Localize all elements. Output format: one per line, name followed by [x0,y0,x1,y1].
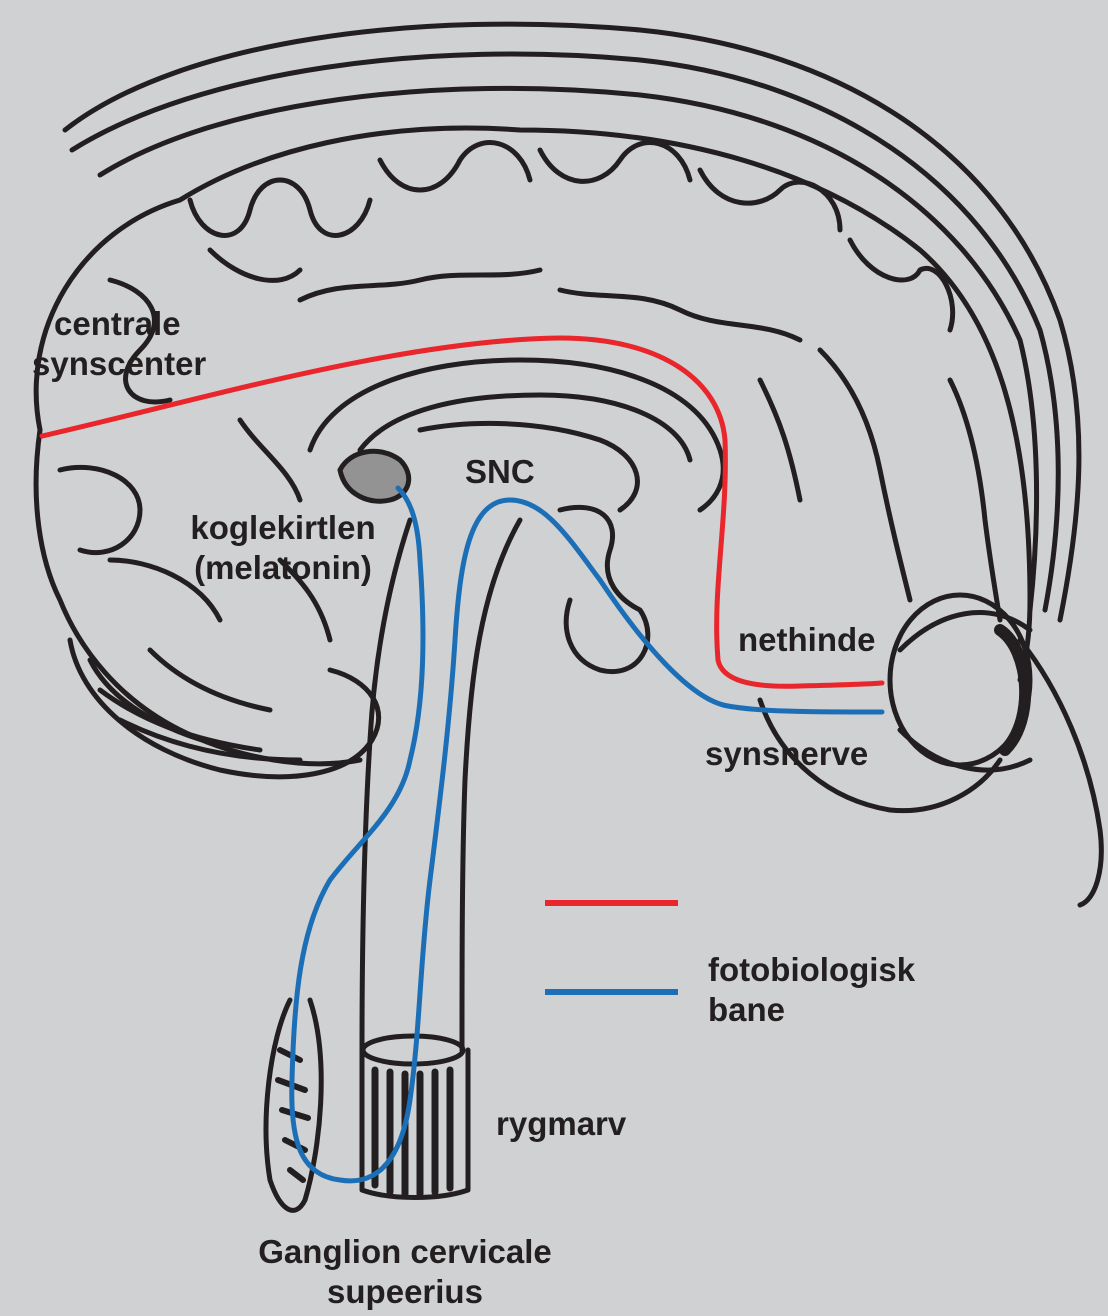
cortex-outline [36,128,1030,680]
pineal-gland [340,451,409,501]
label-koglekirtlen: koglekirtlen (melatonin) [172,508,394,588]
label-centrale-synscenter: centrale synscenter [32,304,206,384]
gyrus-fold [540,143,690,182]
label-ganglion: Ganglion cervicale supeerius [195,1232,615,1312]
legend-blue-line2: bane [708,990,915,1030]
gyrus-fold [950,380,1000,620]
gyrus-fold [240,420,300,500]
gyrus-fold [380,143,530,190]
gyrus-fold [820,350,910,600]
corpus-callosum-inner [360,395,690,460]
gyrus-fold [760,380,800,500]
eye-lens [1000,630,1025,750]
label-nethinde: nethinde [738,620,876,660]
label-centrale-line2: synscenter [32,344,206,384]
gyrus-fold [560,290,800,340]
legend-blue-line1: fotobiologisk [708,950,915,990]
label-rygmarv: rygmarv [496,1104,626,1144]
label-ganglion-line1: Ganglion cervicale [195,1232,615,1272]
gyrus-fold [190,180,370,235]
label-snc: SNC [465,452,535,492]
legend-blue-label: fotobiologisk bane [708,950,915,1030]
gyrus-fold [60,467,140,552]
gyrus-fold [300,270,540,300]
label-ganglion-line2: supeerius [195,1272,615,1312]
cerebellum-fold [150,650,270,710]
label-koglekirtlen-line1: koglekirtlen [172,508,394,548]
cerebellum-fold [90,660,220,745]
label-synsnerve: synsnerve [705,734,868,774]
gyrus-fold [210,250,300,280]
gyrus-fold [850,240,953,330]
label-centrale-line1: centrale [32,304,206,344]
label-koglekirtlen-line2: (melatonin) [172,548,394,588]
photobiological-pathway-line [292,488,882,1181]
gyrus-fold [700,170,840,230]
brainstem-right [462,520,520,1050]
